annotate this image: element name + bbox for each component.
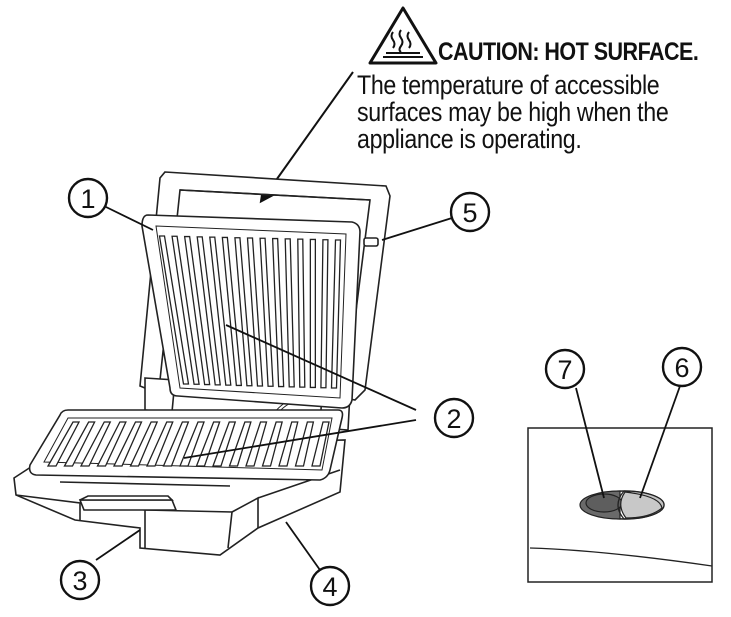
hot-surface-warning-icon [368, 6, 438, 65]
lower-ridge [278, 421, 299, 467]
upper-ridge [297, 238, 306, 388]
callout-4: 4 [309, 565, 351, 607]
lid-handle-side-button [363, 237, 379, 247]
callout-6: 6 [661, 346, 703, 388]
lower-ridge [245, 421, 268, 467]
lower-ridge [63, 421, 96, 467]
lower-ridge [129, 421, 159, 467]
lower-ridge [179, 421, 205, 467]
callout-5-label: 5 [462, 198, 477, 228]
upper-ridge [284, 238, 295, 388]
upper-ridge [183, 235, 211, 386]
upper-ridge [209, 236, 232, 386]
lower-ridge [145, 421, 174, 467]
upper-plate-ridges [158, 235, 342, 389]
lower-ridge [46, 421, 81, 467]
caution-body: The temperature of accessible surfaces m… [357, 70, 669, 154]
upper-ridge [221, 236, 243, 387]
upper-ridge [196, 236, 221, 386]
callout-7: 7 [544, 348, 586, 390]
lower-ridge [96, 421, 127, 467]
caution-title: CAUTION: HOT SURFACE. [438, 38, 699, 66]
lower-plate-ridges [46, 421, 330, 467]
lower-ridge [162, 421, 190, 467]
callout-4-label: 4 [322, 572, 337, 602]
drip-tray [78, 499, 178, 511]
upper-ridge [309, 238, 317, 389]
callout-7-label: 7 [557, 355, 572, 385]
callout-3: 3 [59, 559, 101, 601]
lower-ridge [311, 421, 330, 467]
lower-ridge [294, 421, 315, 467]
caution-line-3: appliance is operating. [357, 124, 582, 154]
caution-line-2: surfaces may be high when the [357, 97, 669, 127]
upper-ridge [259, 237, 274, 387]
leader-lines [95, 205, 681, 571]
callout-6-label: 6 [674, 353, 689, 383]
lower-ridge [212, 421, 237, 467]
caution-line-1: The temperature of accessible [357, 70, 660, 100]
lower-ridge [79, 421, 112, 467]
callout-2-label: 2 [446, 404, 461, 434]
upper-ridge [171, 235, 200, 385]
callout-1-label: 1 [80, 184, 95, 214]
upper-ridge [234, 237, 253, 387]
lower-ridge [112, 421, 143, 467]
upper-ridge [320, 239, 329, 389]
callout-5: 5 [449, 191, 491, 233]
lower-ridge [228, 421, 252, 467]
callout-3-label: 3 [72, 566, 87, 596]
callout-2: 2 [433, 397, 475, 439]
callout-1: 1 [67, 177, 109, 219]
upper-ridge [158, 235, 190, 385]
upper-ridge [330, 239, 342, 389]
indicator-detail-inset [527, 427, 713, 583]
